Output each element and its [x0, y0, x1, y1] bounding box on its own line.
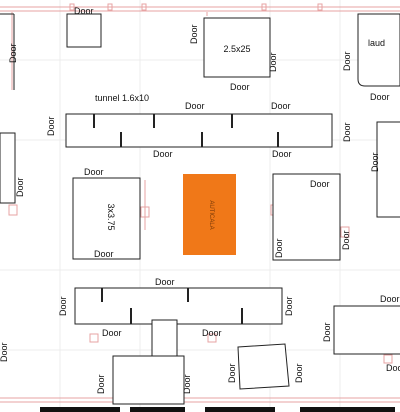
room-3x3-75 — [72, 177, 141, 260]
room-bottom-skewed — [237, 343, 290, 390]
room-left-edge — [0, 132, 16, 204]
tunnel-partitions — [93, 114, 279, 147]
door-label: Door — [310, 179, 330, 189]
center-stage — [183, 174, 236, 255]
door-labels: Door Door Door Door Door Door Door Door … — [0, 6, 400, 394]
door-label: Door — [58, 296, 68, 316]
door-label: Door — [274, 238, 284, 258]
room-laud-label: laud — [368, 38, 385, 48]
door-label: Door — [271, 101, 291, 111]
door-label: Door — [370, 152, 380, 172]
door-label: Door — [202, 328, 222, 338]
door-label: Door — [294, 363, 304, 383]
room-lower-connector — [151, 319, 178, 358]
door-label: Door — [268, 52, 278, 72]
bottom-border-guides — [0, 397, 400, 412]
door-label: Door — [8, 43, 18, 63]
door-label: Door — [284, 296, 294, 316]
door-label: Door — [272, 149, 292, 159]
room-2-5x25-label: 2.5x25 — [223, 44, 250, 54]
door-label: Door — [182, 374, 192, 394]
door-label: Door — [341, 230, 351, 250]
center-stage-label: AUTICALA — [208, 200, 214, 229]
door-label: Door — [322, 322, 332, 342]
door-label: Door — [230, 82, 250, 92]
door-label: Door — [380, 294, 400, 304]
door-label: Door — [96, 374, 106, 394]
door-label: Door — [153, 149, 173, 159]
door-label: Door — [84, 167, 104, 177]
door-label: Door — [342, 122, 352, 142]
top-border-guides — [0, 3, 400, 12]
room-top-left-small — [66, 13, 102, 48]
room-lower-long — [74, 287, 283, 325]
room-2-5x25 — [203, 17, 271, 78]
room-laud — [357, 13, 400, 87]
door-label: Door — [370, 92, 390, 102]
door-label: Door — [0, 342, 9, 362]
door-label: Door — [15, 177, 25, 197]
side-guides — [8, 12, 393, 364]
room-3x3-75-label: 3x3.75 — [106, 203, 116, 230]
tunnel-label: tunnel 1.6x10 — [95, 93, 149, 103]
door-label: Door — [386, 363, 400, 373]
room-bottom-center — [112, 355, 185, 405]
door-label: Door — [46, 116, 56, 136]
lower-partitions — [101, 288, 243, 324]
door-label: Door — [74, 6, 94, 16]
door-label: Door — [342, 51, 352, 71]
room-lower-right — [333, 305, 400, 355]
door-label: Door — [94, 249, 114, 259]
door-label: Door — [227, 363, 237, 383]
room-mid-right — [272, 173, 341, 261]
door-label: Door — [155, 277, 175, 287]
tunnel-room — [65, 113, 333, 148]
door-label: Door — [102, 328, 122, 338]
door-label: Door — [189, 24, 199, 44]
door-label: Door — [185, 101, 205, 111]
room-right-edge — [376, 121, 400, 218]
